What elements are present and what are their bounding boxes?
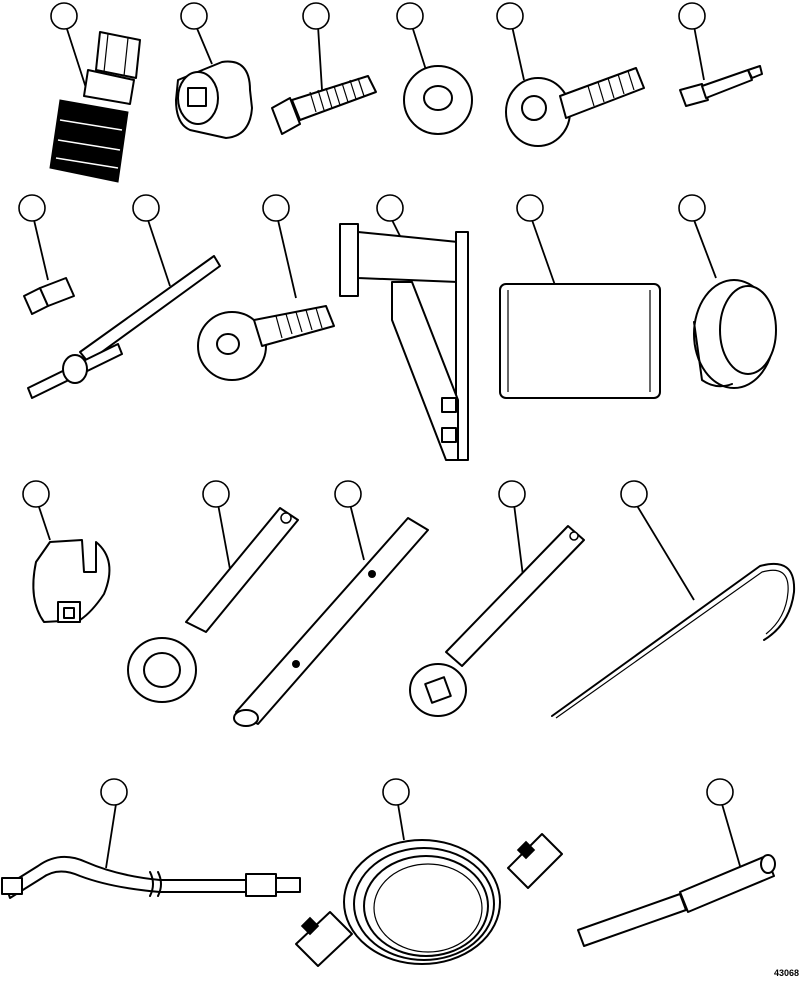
threaded-bolt: [271, 2, 377, 135]
callout-circle: [396, 2, 424, 30]
hook-rod: [551, 480, 796, 719]
open-end-wrench: [22, 480, 111, 623]
callout-circle: [18, 194, 46, 222]
seal-ring: [678, 194, 777, 389]
washer-bolt: [197, 194, 335, 381]
callout-circle: [334, 480, 362, 508]
callout-circle: [382, 778, 410, 806]
callout-circle: [180, 2, 208, 30]
callout-circle: [202, 480, 230, 508]
flat-washer: [396, 2, 473, 135]
short-pin: [18, 194, 75, 315]
callout-circle: [132, 194, 160, 222]
ring-ratchet-wrench: [127, 480, 299, 703]
square-socket-wrench: [409, 480, 585, 717]
callout-circle: [498, 480, 526, 508]
callout-circle: [706, 778, 734, 806]
square-drive-socket: [175, 2, 253, 139]
callout-circle: [376, 194, 404, 222]
small-adapter-pin: [678, 2, 763, 107]
t-handle-rod: [27, 194, 221, 399]
tube-socket-bar: [233, 480, 429, 727]
figure-id: 43068: [773, 968, 799, 978]
angle-bracket-fixture: [339, 194, 469, 461]
callout-circle: [620, 480, 648, 508]
callout-circle: [678, 2, 706, 30]
quick-coupler-adapter: [49, 2, 141, 183]
callout-circle: [678, 194, 706, 222]
eye-bolt: [496, 2, 645, 147]
flexible-hose: [1, 778, 301, 899]
callout-circle: [262, 194, 290, 222]
callout-circle: [496, 2, 524, 30]
callout-circle: [100, 778, 128, 806]
coiled-cable: [295, 778, 563, 967]
callout-circle: [22, 480, 50, 508]
callout-circle: [50, 2, 78, 30]
cylinder-sleeve: [499, 194, 661, 399]
callout-circle: [302, 2, 330, 30]
callout-circle: [516, 194, 544, 222]
probe-tool: [577, 778, 776, 947]
